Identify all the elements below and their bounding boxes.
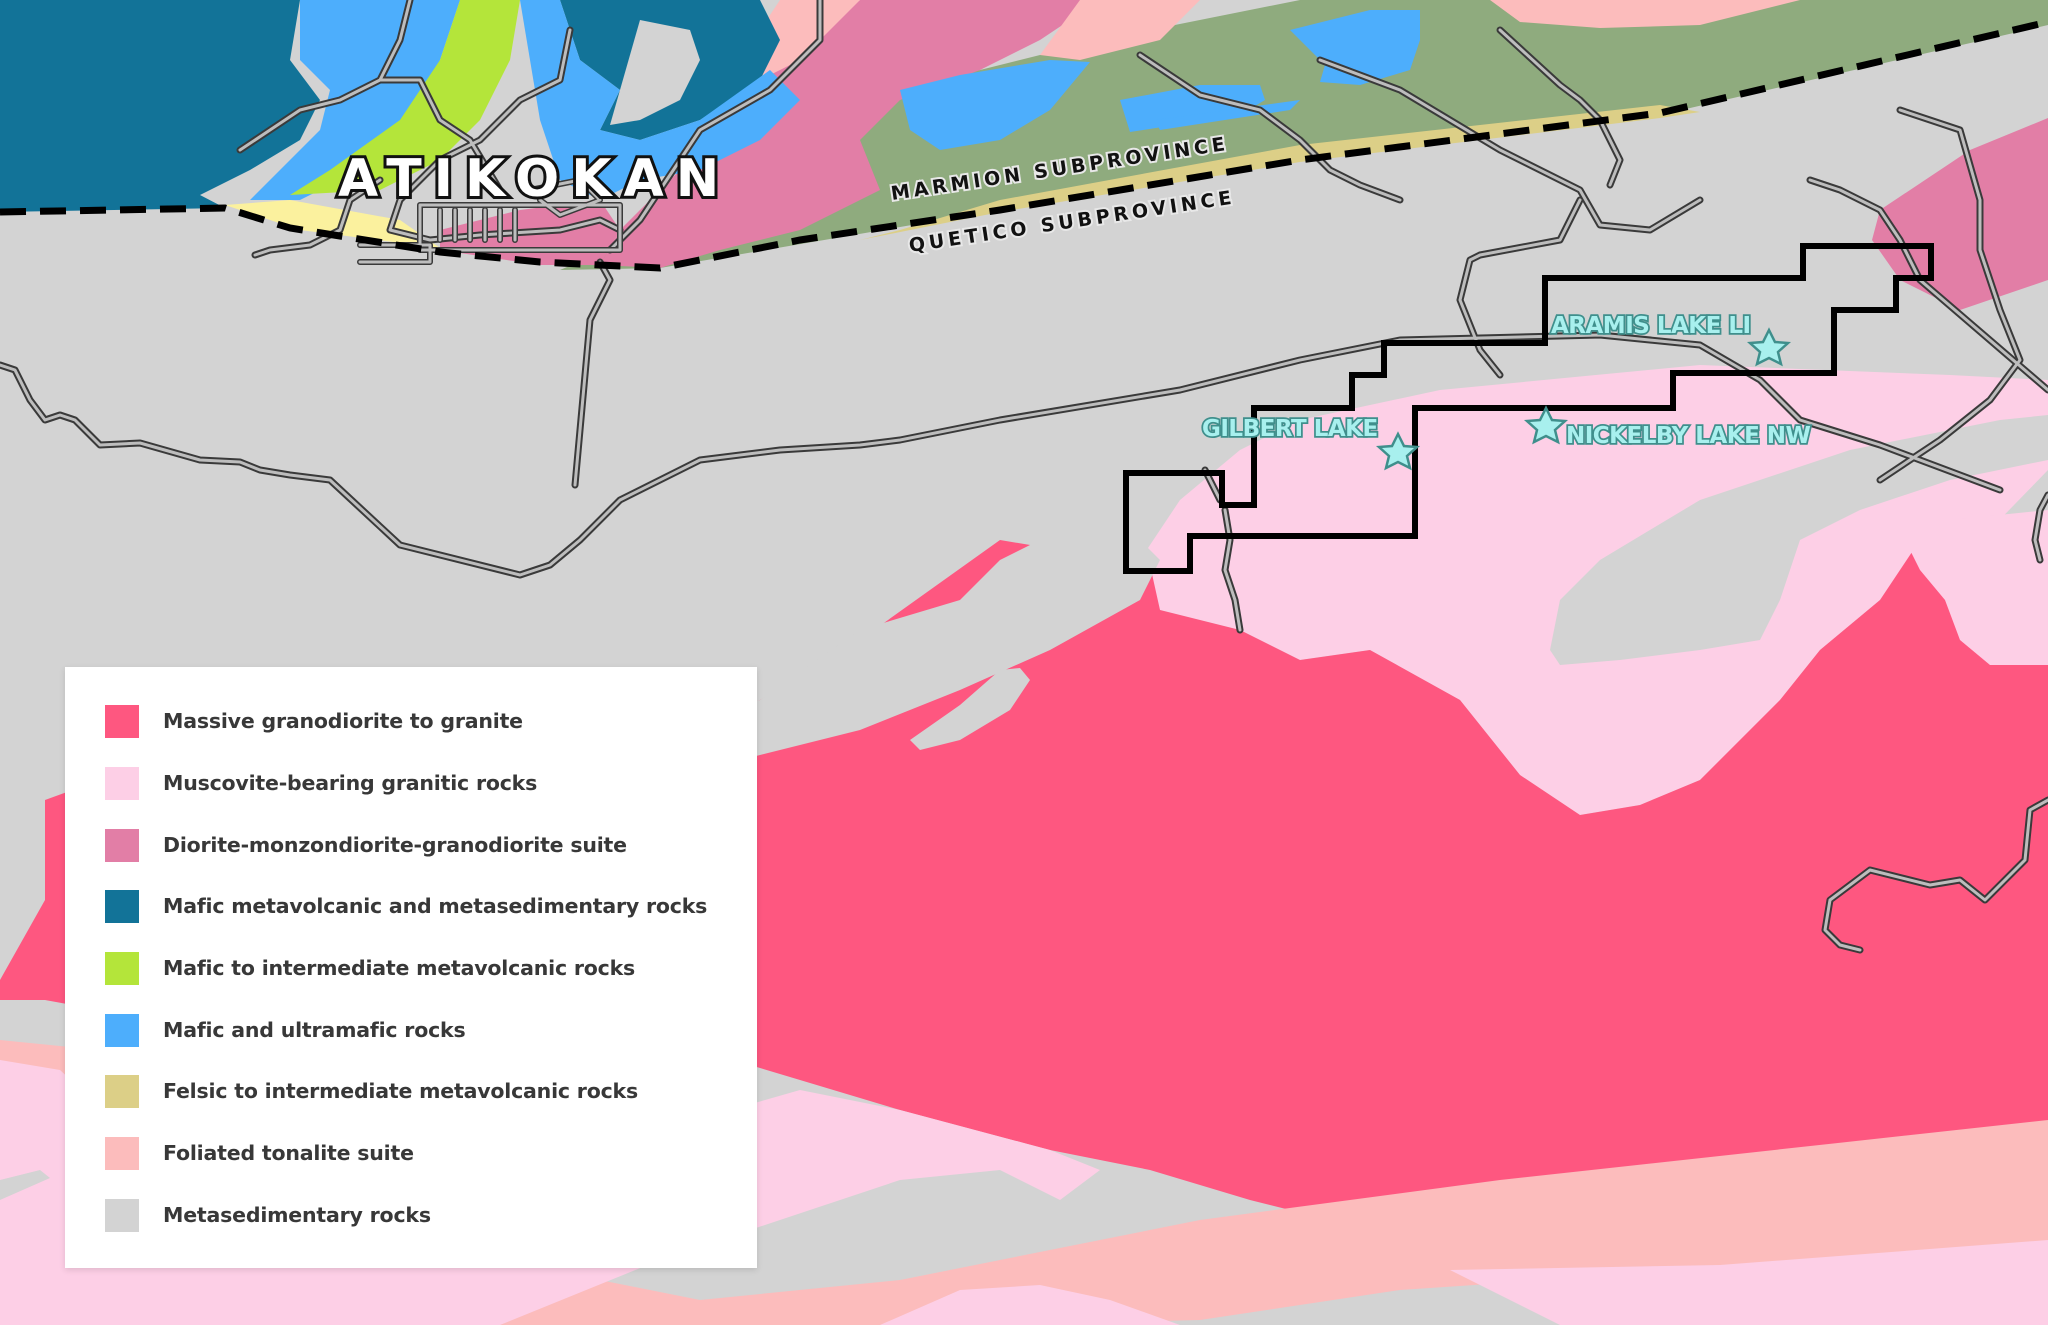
tonalite-area-north2 [1040, 0, 1200, 60]
town-label-atikokan: ATIKOKAN [338, 149, 731, 209]
mafic-ultramafic-west [250, 0, 460, 200]
metasedimentary-inlier-south [1550, 415, 2048, 665]
star-icon [1746, 327, 1792, 367]
swatch-felsic-intermediate [105, 1074, 139, 1108]
map-legend: Massive granodiorite to granite Muscovit… [65, 667, 757, 1268]
legend-label: Felsic to intermediate metavolcanic rock… [163, 1079, 638, 1103]
swatch-foliated-tonalite [105, 1136, 139, 1170]
legend-label: Mafic and ultramafic rocks [163, 1018, 466, 1042]
diorite-area-north [600, 0, 1100, 268]
metasedimentary-finger [910, 668, 1030, 750]
tonalite-area-south [0, 1040, 2048, 1325]
swatch-metasedimentary [105, 1198, 139, 1232]
legend-label: Mafic metavolcanic and metasedimentary r… [163, 894, 708, 918]
legend-label: Mafic to intermediate metavolcanic rocks [163, 956, 636, 980]
swatch-diorite-suite [105, 828, 139, 862]
mafic-metavolcanic-west [0, 0, 320, 212]
swatch-mafic-ultramafic [105, 1013, 139, 1047]
roads [0, 0, 2048, 954]
mafic-ultramafic-east [900, 60, 1090, 150]
site-label-aramis-lake-li: ARAMIS LAKE LI [1551, 313, 1751, 339]
site-gilbert-lake[interactable]: GILBERT LAKE [1200, 414, 1421, 471]
mafic-intermediate-area [290, 0, 520, 195]
claim-boundary[interactable] [1123, 243, 1934, 574]
legend-item-massive-granodiorite: Massive granodiorite to granite [105, 704, 523, 738]
muscovite-area-east [1905, 510, 2048, 665]
mafic-ultramafic-lake2 [1155, 100, 1300, 130]
muscovite-bottom-center [880, 1285, 1180, 1325]
site-label-gilbert-lake: GILBERT LAKE [1202, 416, 1378, 442]
metasedimentary-inlier [610, 20, 700, 125]
swatch-mafic-metavolcanic-metasedimentary [105, 889, 139, 923]
legend-label: Muscovite-bearing granitic rocks [163, 771, 538, 795]
muscovite-area-south-east [1450, 1240, 2048, 1325]
mafic-ultramafic-center [520, 0, 800, 200]
yellow-band-west [225, 200, 440, 248]
diorite-area-east [1872, 118, 2048, 310]
felsic-band [860, 105, 1700, 240]
legend-label: Foliated tonalite suite [163, 1141, 414, 1165]
metasedimentary-sliver-sw [0, 1170, 50, 1200]
star-icon [1523, 405, 1569, 445]
legend-item-foliated-tonalite: Foliated tonalite suite [105, 1136, 414, 1170]
legend-item-mafic-metavolcanic-metasedimentary: Mafic metavolcanic and metasedimentary r… [105, 889, 707, 923]
massive-granodiorite-area [0, 520, 2048, 1250]
legend-label: Diorite-monzondiorite-granodiorite suite [163, 833, 627, 857]
swatch-mafic-intermediate [105, 951, 139, 985]
legend-label: Metasedimentary rocks [163, 1203, 431, 1227]
site-nickelby-lake-nw[interactable]: NICKELBY LAKE NW [1523, 405, 1813, 451]
site-aramis-lake-li[interactable]: ARAMIS LAKE LI [1549, 311, 1792, 367]
legend-item-metasedimentary: Metasedimentary rocks [105, 1198, 431, 1232]
legend-item-mafic-ultramafic: Mafic and ultramafic rocks [105, 1013, 466, 1047]
site-label-nickelby-lake-nw: NICKELBY LAKE NW [1566, 423, 1811, 449]
legend-item-mafic-intermediate: Mafic to intermediate metavolcanic rocks [105, 951, 635, 985]
subprovince-boundary [0, 18, 2048, 272]
legend-item-felsic-intermediate: Felsic to intermediate metavolcanic rock… [105, 1074, 638, 1108]
swatch-muscovite-granitic [105, 766, 139, 800]
legend-item-diorite-suite: Diorite-monzondiorite-granodiorite suite [105, 828, 627, 862]
tonalite-area-north3 [1490, 0, 1800, 28]
legend-label: Massive granodiorite to granite [163, 709, 523, 733]
legend-item-muscovite-granitic: Muscovite-bearing granitic rocks [105, 766, 537, 800]
swatch-massive-granodiorite [105, 704, 139, 738]
star-icon [1375, 431, 1421, 471]
mafic-ultramafic-lake3 [1290, 10, 1420, 85]
marmion-green-area [560, 0, 2048, 270]
